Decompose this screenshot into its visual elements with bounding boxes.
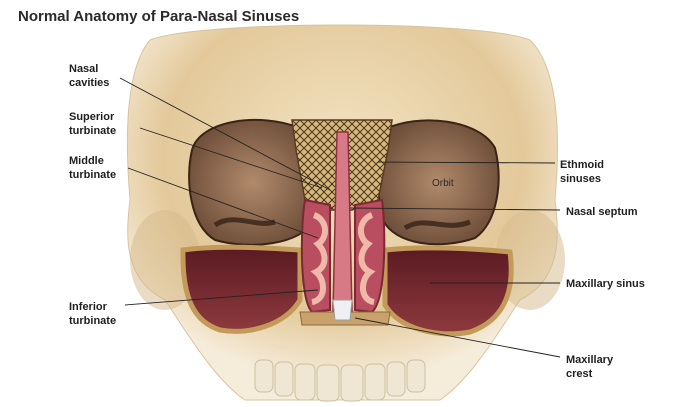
label-inferior-turbinate: Inferior turbinate: [69, 300, 116, 328]
left-maxillary-sinus: [183, 247, 300, 331]
label-ethmoid-sinuses: Ethmoid sinuses: [560, 158, 604, 186]
crest-plate: [333, 300, 352, 320]
label-orbit: Orbit: [432, 178, 454, 189]
label-maxillary-sinus: Maxillary sinus: [566, 277, 645, 291]
diagram-title: Normal Anatomy of Para-Nasal Sinuses: [18, 8, 299, 25]
septum-shape: [333, 132, 352, 312]
label-superior-turbinate: Superior turbinate: [69, 110, 116, 138]
label-nasal-cavities: Nasal cavities: [69, 62, 109, 90]
label-maxillary-crest: Maxillary crest: [566, 353, 613, 381]
label-nasal-septum: Nasal septum: [566, 205, 638, 219]
right-maxillary-sinus: [385, 248, 511, 334]
label-middle-turbinate: Middle turbinate: [69, 154, 116, 182]
